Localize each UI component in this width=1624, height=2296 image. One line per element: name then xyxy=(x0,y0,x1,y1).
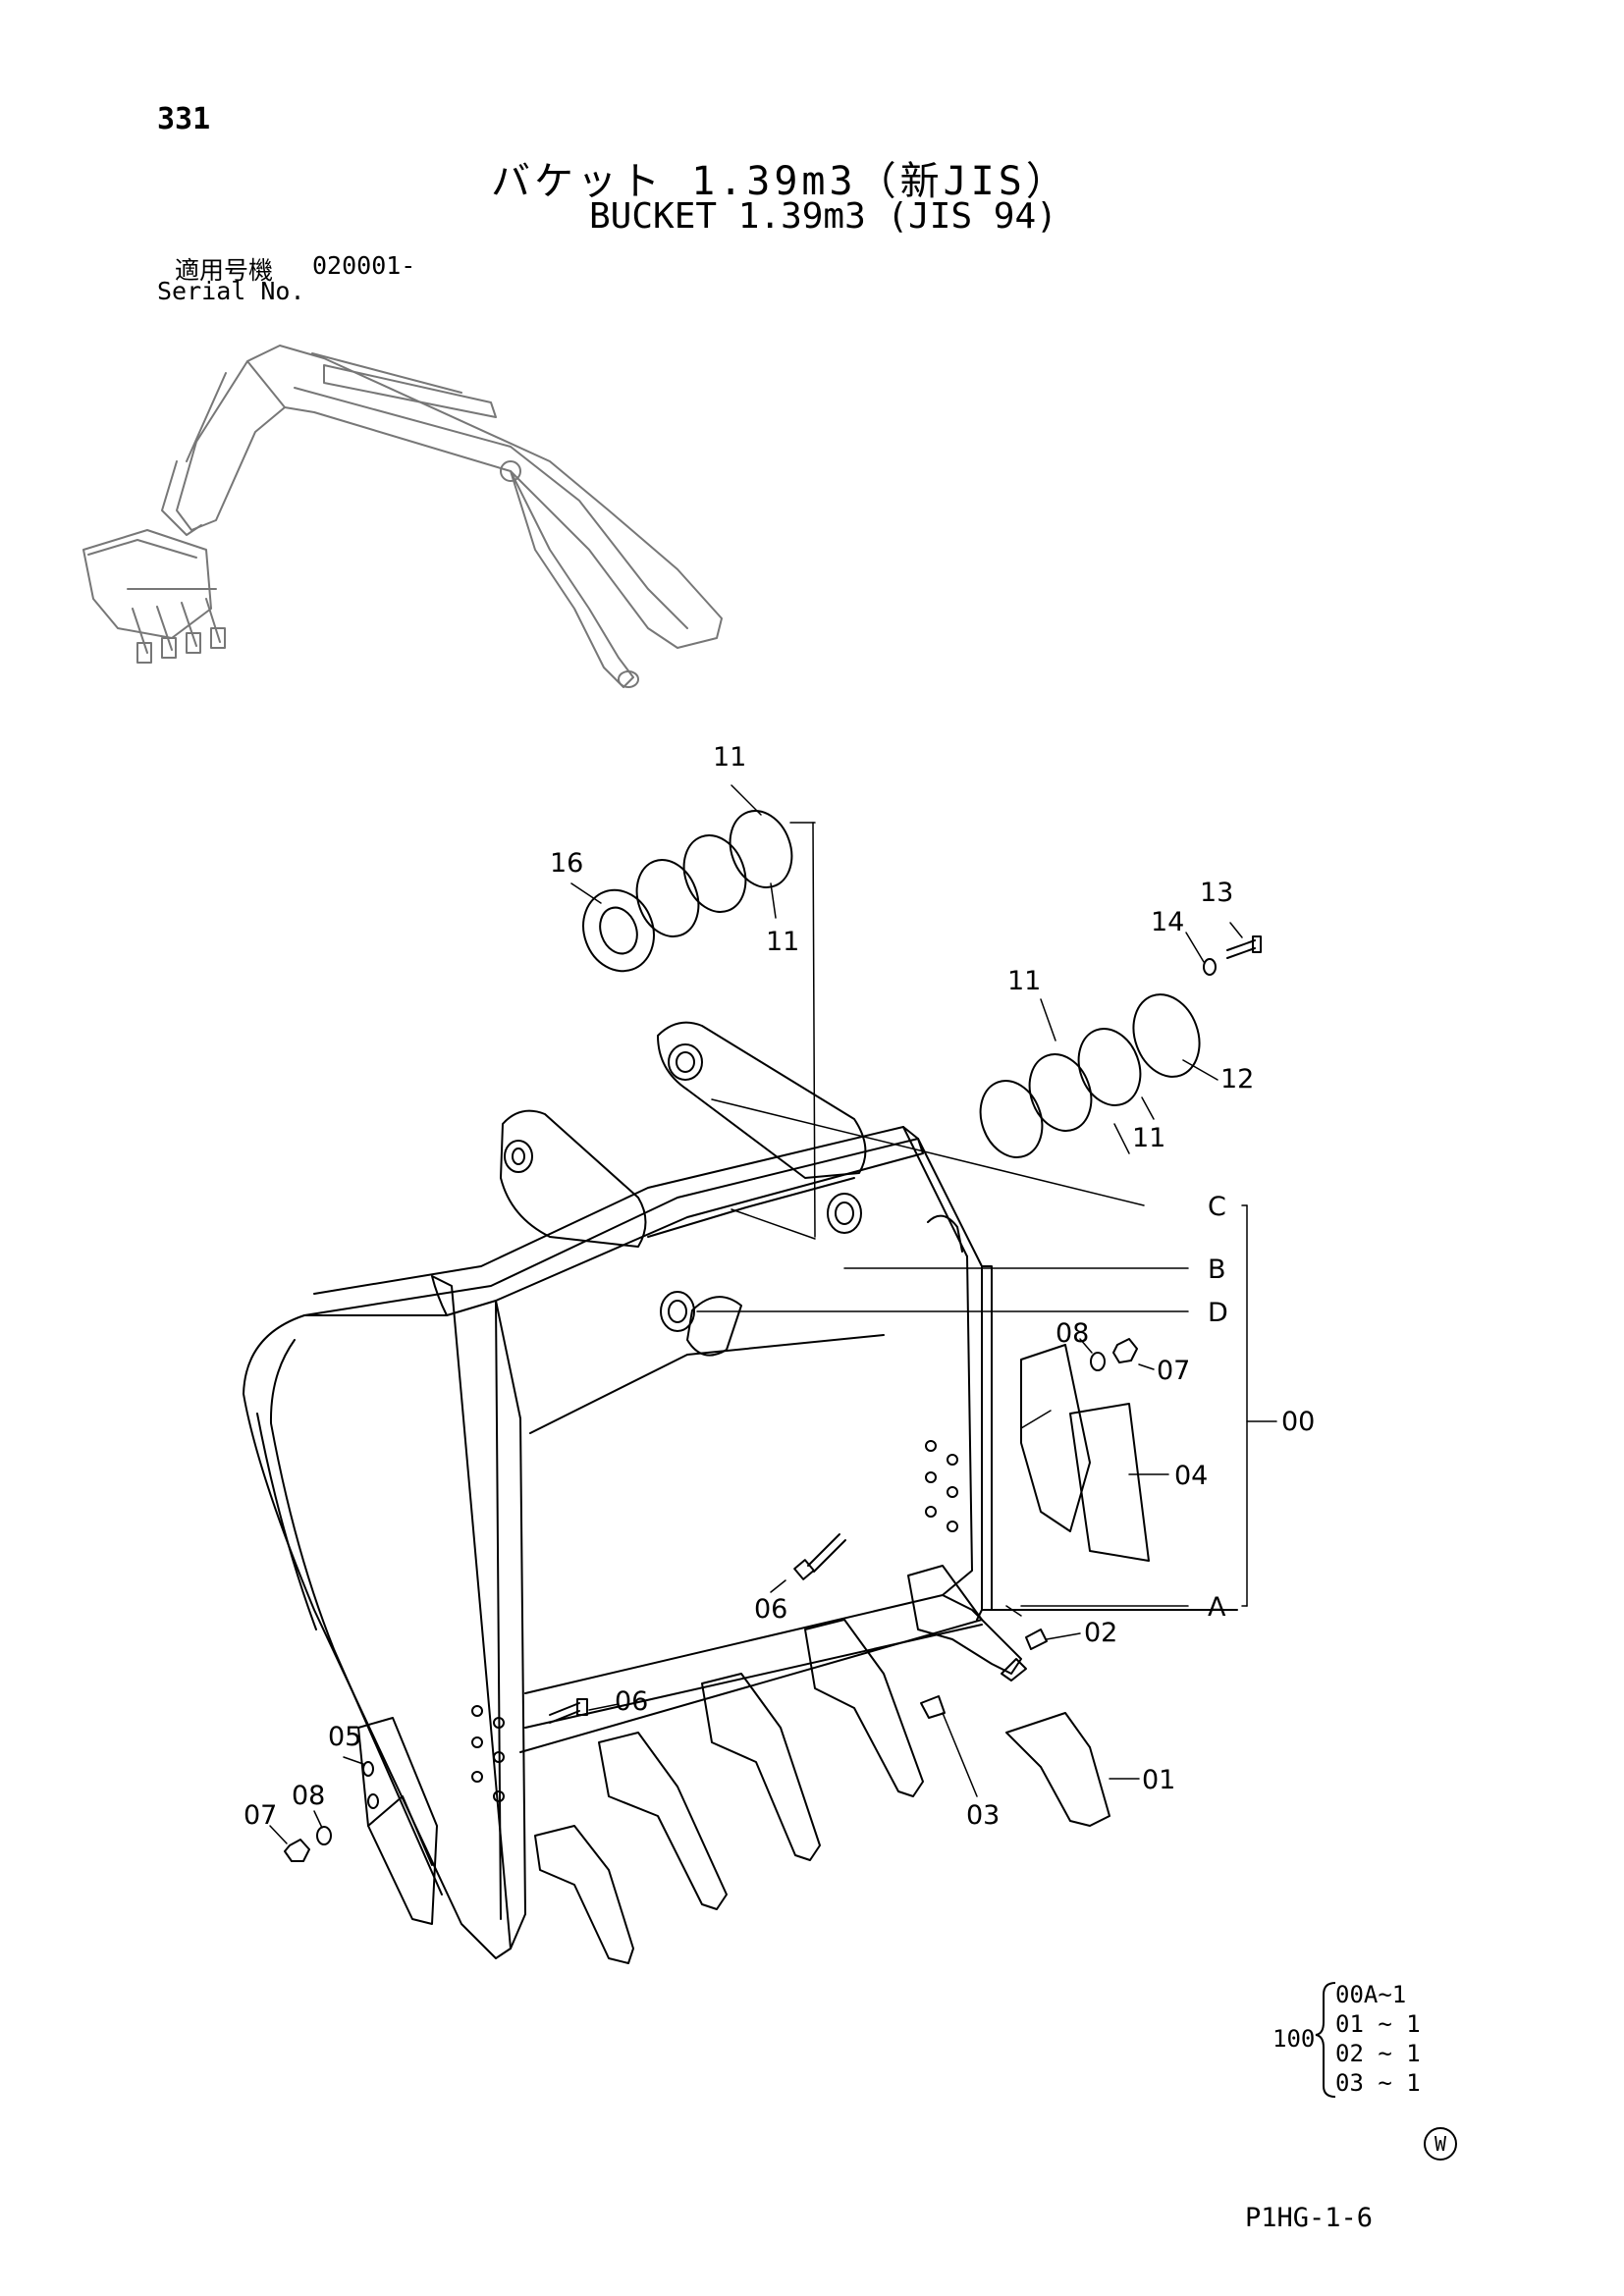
callout-label: 03 xyxy=(966,1800,1000,1831)
callout-label: 11 xyxy=(713,742,746,773)
callout-label: 06 xyxy=(754,1594,787,1625)
callout-label: 01 xyxy=(1142,1765,1175,1795)
callout-label: 07 xyxy=(1157,1356,1190,1386)
serial-label-japanese: 適用号機 xyxy=(175,256,274,285)
callout-label: 05 xyxy=(328,1722,361,1752)
serial-label-english: Serial No. xyxy=(157,277,305,305)
kit-item: 01 ~ 1 xyxy=(1335,2010,1421,2038)
exploded-parts xyxy=(284,810,1262,1925)
kit-item: 03 ~ 1 xyxy=(1335,2069,1421,2097)
callout-label: 16 xyxy=(550,848,583,879)
callout-label: 07 xyxy=(244,1800,277,1831)
callout-label: 02 xyxy=(1084,1618,1117,1648)
callout-label: 08 xyxy=(1056,1318,1089,1349)
kit-total-number: 100 xyxy=(1272,2025,1316,2053)
page-number: 331 xyxy=(157,102,211,136)
drawing-code: P1HG-1-6 xyxy=(1245,2203,1374,2233)
bucket-teeth xyxy=(534,1565,1027,1964)
callout-label: 04 xyxy=(1174,1461,1208,1491)
callout-label: A xyxy=(1208,1592,1226,1623)
kit-brace xyxy=(1315,1982,1336,2098)
callout-label: 12 xyxy=(1220,1064,1254,1095)
serial-number-value: 020001- xyxy=(312,251,416,280)
bucket-illustration xyxy=(243,1021,1238,1959)
callout-label: 13 xyxy=(1200,878,1233,908)
kit-item: 02 ~ 1 xyxy=(1335,2040,1421,2067)
leader-lines xyxy=(269,784,1277,1844)
w-mark-icon: W xyxy=(1424,2127,1457,2161)
excavator-overview-illustration xyxy=(82,345,723,688)
callout-label: 11 xyxy=(766,927,799,957)
callout-label: C xyxy=(1208,1192,1226,1222)
callout-label: D xyxy=(1208,1298,1228,1328)
callout-label: 11 xyxy=(1132,1123,1165,1153)
callout-label: 11 xyxy=(1007,966,1041,996)
callout-label: 06 xyxy=(615,1686,648,1717)
callout-label: 08 xyxy=(292,1781,325,1811)
title-english: BUCKET 1.39m3 (JIS 94) xyxy=(589,196,1057,237)
callout-labels: 11 11 16 13 14 11 12 11 C B D 00 08 07 0… xyxy=(244,742,1315,1831)
callout-label: 00 xyxy=(1281,1407,1315,1437)
kit-item: 00A~1 xyxy=(1335,1981,1407,2008)
callout-label: B xyxy=(1208,1255,1226,1285)
callout-label: 14 xyxy=(1151,907,1184,937)
title-japanese: バケット 1.39m3（新JIS） xyxy=(491,159,1069,204)
